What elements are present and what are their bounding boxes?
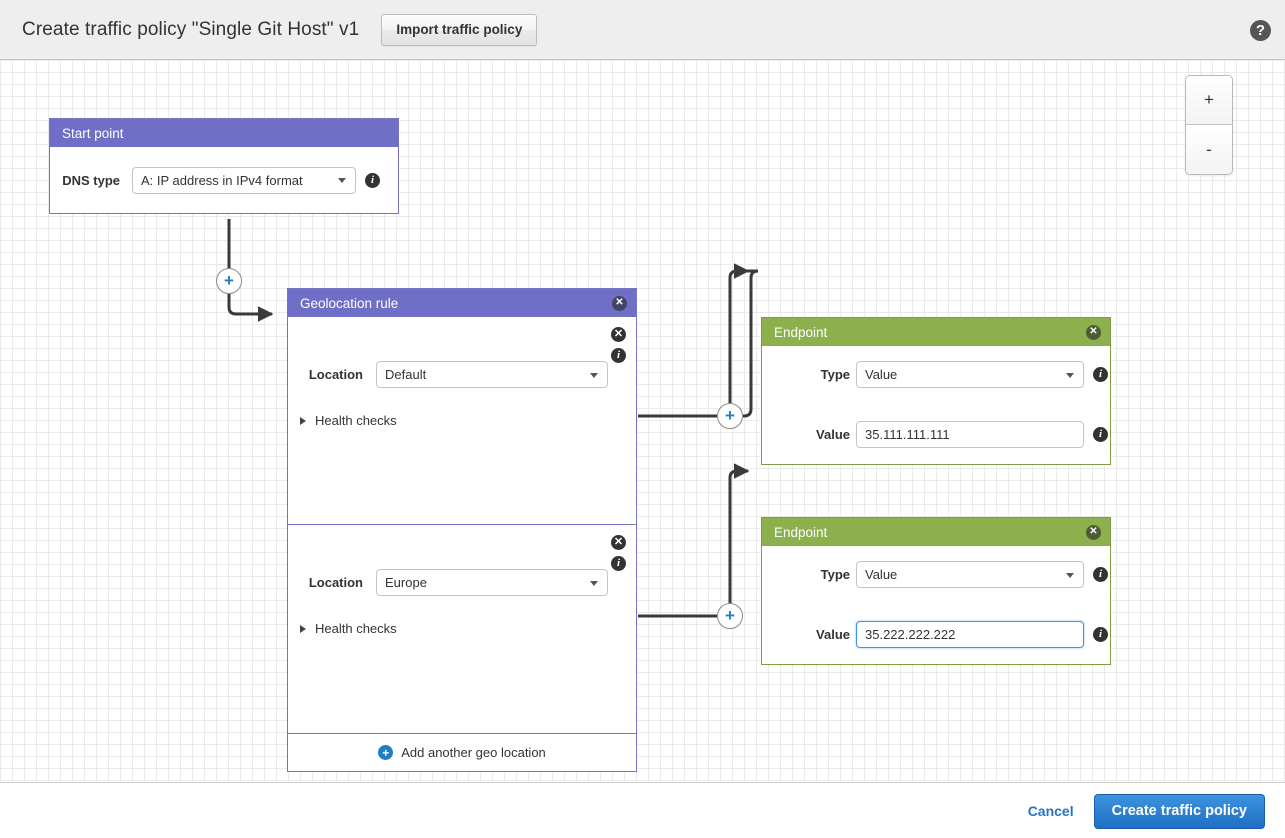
- add-another-geo-location-label: Add another geo location: [401, 745, 546, 760]
- health-checks-disclosure-icon[interactable]: [300, 416, 306, 425]
- remove-geo-location-icon[interactable]: ✕: [611, 535, 626, 550]
- help-icon[interactable]: ?: [1250, 20, 1271, 41]
- endpoint-type-info-icon[interactable]: i: [1093, 567, 1108, 582]
- close-icon[interactable]: ✕: [1086, 324, 1101, 340]
- endpoint-type-label: Type: [820, 567, 850, 582]
- connector-add-node[interactable]: +: [216, 268, 242, 294]
- create-traffic-policy-button[interactable]: Create traffic policy: [1093, 793, 1265, 829]
- endpoint-node[interactable]: Endpoint ✕ Type Value i Value 35.111.111…: [761, 317, 1111, 465]
- health-checks-label[interactable]: Health checks: [315, 621, 397, 636]
- remove-geo-location-icon[interactable]: ✕: [611, 327, 626, 342]
- health-checks-disclosure-icon[interactable]: [300, 624, 306, 633]
- start-point-header: Start point: [50, 119, 398, 147]
- endpoint-header: Endpoint ✕: [762, 318, 1110, 346]
- add-another-geo-location-button[interactable]: + Add another geo location: [288, 733, 636, 771]
- plus-icon: +: [378, 745, 394, 760]
- endpoint-header: Endpoint ✕: [762, 518, 1110, 546]
- zoom-out-button[interactable]: -: [1186, 125, 1232, 174]
- endpoint-type-select[interactable]: Value: [856, 561, 1084, 588]
- endpoint-body: Type Value i Value 35.111.111.111 i: [762, 346, 1110, 464]
- close-icon[interactable]: ✕: [1086, 524, 1101, 540]
- page-title: Create traffic policy "Single Git Host" …: [22, 18, 360, 40]
- import-traffic-policy-button[interactable]: Import traffic policy: [381, 13, 538, 46]
- start-point-title: Start point: [62, 125, 124, 141]
- geolocation-rule-header: Geolocation rule ✕: [288, 289, 636, 317]
- geo-location-label: Location: [308, 367, 363, 382]
- endpoint-title: Endpoint: [774, 524, 828, 540]
- plus-icon: +: [725, 606, 735, 625]
- geo-location-value: Europe: [385, 575, 427, 590]
- endpoint-type-select[interactable]: Value: [856, 361, 1084, 388]
- endpoint-title: Endpoint: [774, 324, 828, 340]
- chevron-down-icon: [338, 178, 346, 183]
- endpoint-type-info-icon[interactable]: i: [1093, 367, 1108, 382]
- plus-icon: +: [224, 271, 234, 290]
- geo-location-section: ✕ i Location Default Health checks: [288, 317, 636, 525]
- endpoint-node[interactable]: Endpoint ✕ Type Value i Value 35.222.222…: [761, 517, 1111, 665]
- connector-add-node[interactable]: +: [717, 603, 743, 629]
- close-icon[interactable]: ✕: [612, 295, 627, 311]
- endpoint-type-value: Value: [865, 567, 898, 582]
- endpoint-body: Type Value i Value 35.222.222.222 i: [762, 546, 1110, 664]
- geo-location-info-icon[interactable]: i: [611, 556, 626, 571]
- endpoint-value-label: Value: [816, 427, 850, 442]
- chevron-down-icon: [1066, 572, 1074, 578]
- endpoint-value-label: Value: [816, 627, 850, 642]
- chevron-down-icon: [590, 372, 598, 378]
- endpoint-type-value: Value: [865, 367, 898, 382]
- geo-location-label: Location: [308, 575, 363, 590]
- start-point-node[interactable]: Start point DNS type A: IP address in IP…: [49, 118, 399, 214]
- start-point-body: DNS type A: IP address in IPv4 format i: [50, 147, 398, 213]
- health-checks-label[interactable]: Health checks: [315, 413, 397, 428]
- chevron-down-icon: [1066, 372, 1074, 378]
- dns-type-select[interactable]: A: IP address in IPv4 format: [132, 166, 356, 194]
- endpoint-type-label: Type: [820, 367, 850, 382]
- endpoint-value-input[interactable]: 35.111.111.111: [856, 421, 1084, 448]
- chevron-down-icon: [590, 580, 598, 586]
- geo-location-section: ✕ i Location Europe Health checks: [288, 525, 636, 733]
- endpoint-value-text: 35.111.111.111: [865, 427, 950, 442]
- dns-type-label: DNS type: [62, 172, 120, 188]
- geo-location-value: Default: [385, 367, 427, 382]
- endpoint-value-info-icon[interactable]: i: [1093, 427, 1108, 442]
- zoom-controls[interactable]: + -: [1185, 75, 1233, 175]
- geolocation-rule-title: Geolocation rule: [300, 295, 399, 311]
- geolocation-rule-node[interactable]: Geolocation rule ✕ ✕ i Location Default …: [287, 288, 637, 772]
- dns-type-info-icon[interactable]: i: [365, 172, 380, 188]
- geo-location-select[interactable]: Europe: [376, 569, 608, 596]
- endpoint-value-info-icon[interactable]: i: [1093, 627, 1108, 642]
- connector-add-node[interactable]: +: [717, 403, 743, 429]
- form-footer: Cancel Create traffic policy: [0, 784, 1285, 838]
- geo-location-select[interactable]: Default: [376, 361, 608, 388]
- endpoint-value-input[interactable]: 35.222.222.222: [856, 621, 1084, 648]
- endpoint-value-text: 35.222.222.222: [865, 627, 956, 642]
- cancel-button[interactable]: Cancel: [1027, 803, 1074, 819]
- geo-location-info-icon[interactable]: i: [611, 348, 626, 363]
- dns-type-value: A: IP address in IPv4 format: [141, 172, 303, 188]
- zoom-in-button[interactable]: +: [1186, 76, 1232, 125]
- plus-icon: +: [725, 406, 735, 425]
- app-header: Create traffic policy "Single Git Host" …: [0, 0, 1285, 60]
- policy-canvas[interactable]: + - Start point DNS type A: IP address i…: [0, 60, 1285, 783]
